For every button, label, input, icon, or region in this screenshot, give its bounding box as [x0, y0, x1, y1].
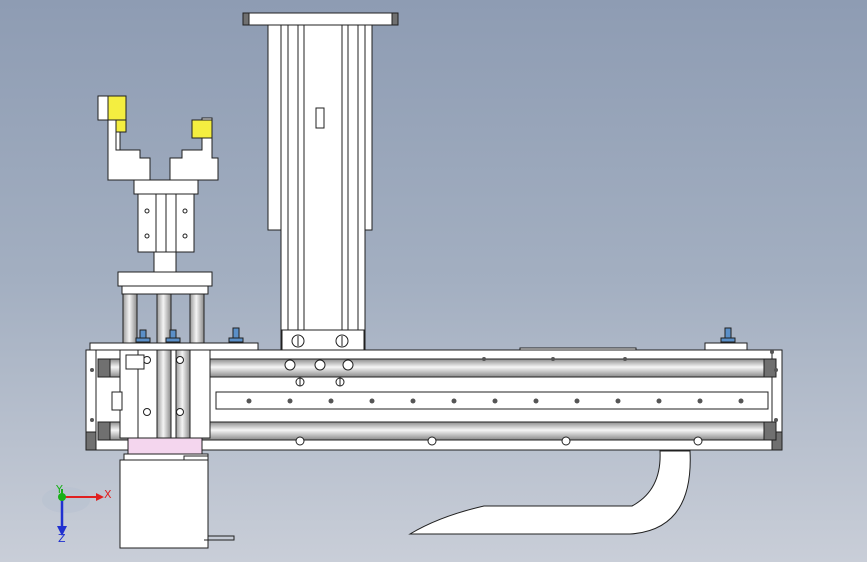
rail-top-clamp [704, 342, 748, 351]
actuator-body [280, 24, 366, 351]
gripper-pad [107, 95, 127, 121]
end-cap [242, 12, 250, 26]
slide-carriage [111, 349, 211, 457]
end-cap [85, 431, 97, 451]
end-cap [391, 12, 399, 26]
lead-screw-cover [215, 391, 769, 410]
y-axis-label: Y [55, 483, 63, 496]
motor-coupling [127, 437, 203, 457]
slide-top-plate [117, 271, 213, 287]
z-axis-arrowhead [57, 526, 67, 536]
gripper-pad [115, 119, 127, 133]
slide-guide-rods [122, 293, 205, 351]
cable-drag-chain [408, 450, 691, 535]
origin-dot [58, 493, 66, 501]
end-cap [771, 431, 783, 451]
vertical-actuator [242, 12, 399, 351]
screw-holes [90, 350, 778, 422]
bolt-heads [135, 327, 736, 343]
coordinate-triad: X Y Z [42, 483, 112, 545]
actuator-top-plate [245, 12, 397, 26]
z-axis-label: Z [58, 532, 66, 545]
gripper-neck [153, 251, 177, 275]
x-axis-arrowhead [96, 493, 104, 501]
motor-cable [204, 520, 235, 541]
gripper-pad [191, 119, 213, 139]
gripper-assembly [97, 95, 219, 295]
gripper-mount [133, 179, 199, 195]
motor-body [119, 459, 209, 549]
x-axis-label: X [104, 488, 112, 501]
rail-top-clamp [89, 342, 259, 351]
limit-sensor-slot [315, 107, 325, 129]
stepper-motor [119, 453, 235, 549]
